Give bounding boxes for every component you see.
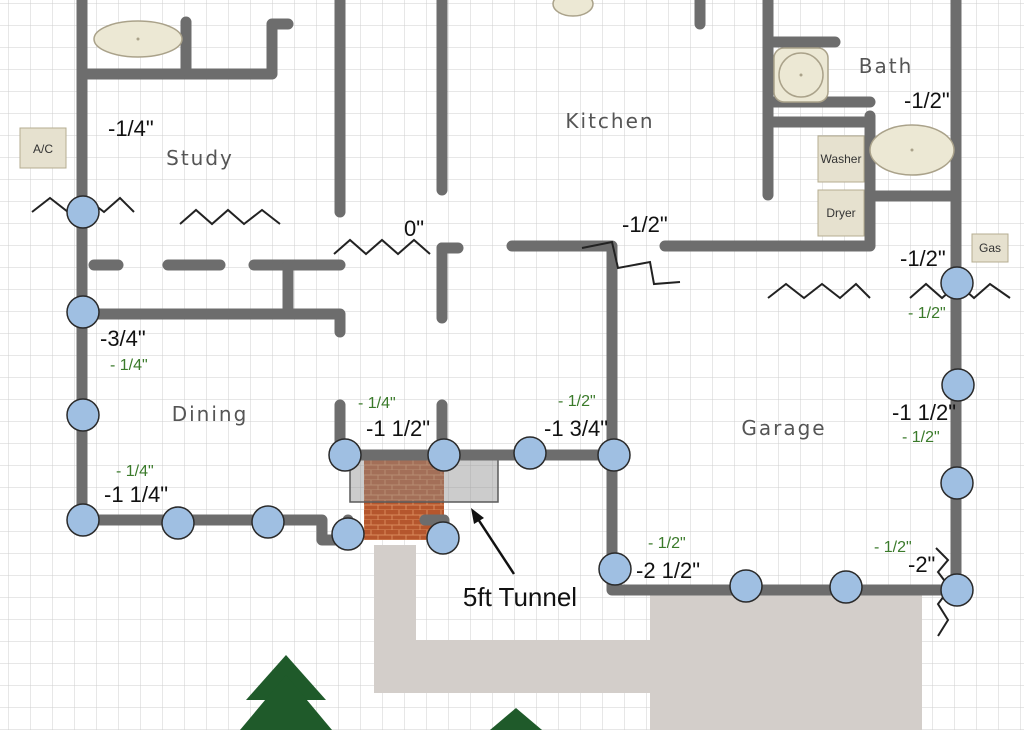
kitchen-sink (552, 0, 594, 17)
measure-hall-center: 0" (404, 216, 424, 241)
ac-unit: A/C (19, 127, 67, 169)
pier-marker (597, 438, 631, 472)
room-label-dining: Dining (172, 402, 249, 426)
crack-icon (333, 238, 431, 256)
room-label-study: Study (166, 146, 234, 170)
crack-icon (179, 208, 281, 226)
washer-label: Washer (821, 152, 862, 166)
tunnel-arrow (471, 508, 516, 575)
pine-tree-icon (240, 655, 332, 730)
measure-gas-corner-green: - 1/2" (908, 305, 946, 322)
room-label-kitchen: Kitchen (565, 109, 654, 133)
concrete-pads (374, 545, 922, 730)
pier-marker (331, 517, 365, 551)
measure-garage-sw: -2 1/2" (636, 558, 700, 583)
pier-marker (66, 295, 100, 329)
pine-tree-icon-2 (490, 708, 542, 730)
fixtures (93, 0, 955, 176)
measure-garage-se: -2" (908, 552, 935, 577)
room-label-bath: Bath (859, 54, 914, 78)
dryer-label: Dryer (826, 206, 855, 220)
measure-porch-left: -1 1/2" (366, 416, 430, 441)
piers (66, 195, 975, 607)
dryer: Dryer (817, 189, 865, 237)
measure-porch-right: -1 3/4" (544, 416, 608, 441)
room-label-garage: Garage (741, 416, 826, 440)
measure-garage-se-green: - 1/2" (874, 539, 912, 556)
gas-meter: Gas (971, 233, 1009, 263)
pier-marker (829, 570, 863, 604)
gas-label: Gas (979, 241, 1001, 255)
measure-dining-sw: -1 1/4" (104, 482, 168, 507)
measure-west-side: -3/4" (100, 326, 146, 351)
measure-kitchen: -1/2" (622, 212, 668, 237)
measure-garage-east-green: - 1/2" (902, 429, 940, 446)
pier-marker (426, 521, 460, 555)
pier-marker (427, 438, 461, 472)
measure-study: -1/4" (108, 116, 154, 141)
pier-marker (940, 266, 974, 300)
fixture-dots (136, 37, 914, 152)
pier-marker (251, 505, 285, 539)
crack-icon (581, 240, 681, 286)
measure-garage-sw-green: - 1/2" (648, 535, 686, 552)
washer: Washer (817, 135, 865, 183)
pier-marker (328, 438, 362, 472)
pier-marker (66, 503, 100, 537)
measure-garage-east: -1 1/2" (892, 400, 956, 425)
pier-marker (66, 398, 100, 432)
pier-marker (940, 466, 974, 500)
measure-bath: -1/2" (904, 88, 950, 113)
ac-label: A/C (33, 142, 53, 156)
measure-porch-left-green: - 1/4" (358, 395, 396, 412)
measure-west-side-green: - 1/4" (110, 357, 148, 374)
measure-dining-sw-green: - 1/4" (116, 463, 154, 480)
pier-marker (513, 436, 547, 470)
measure-gas-corner: -1/2" (900, 246, 946, 271)
pier-marker (66, 195, 100, 229)
pier-marker (729, 569, 763, 603)
tunnel-box (349, 454, 499, 503)
measure-porch-right-green: - 1/2" (558, 393, 596, 410)
tunnel-label: 5ft Tunnel (463, 582, 577, 612)
crack-icon (767, 282, 871, 300)
pier-marker (598, 552, 632, 586)
pier-marker (941, 368, 975, 402)
pier-marker (940, 573, 974, 607)
pier-marker (161, 506, 195, 540)
